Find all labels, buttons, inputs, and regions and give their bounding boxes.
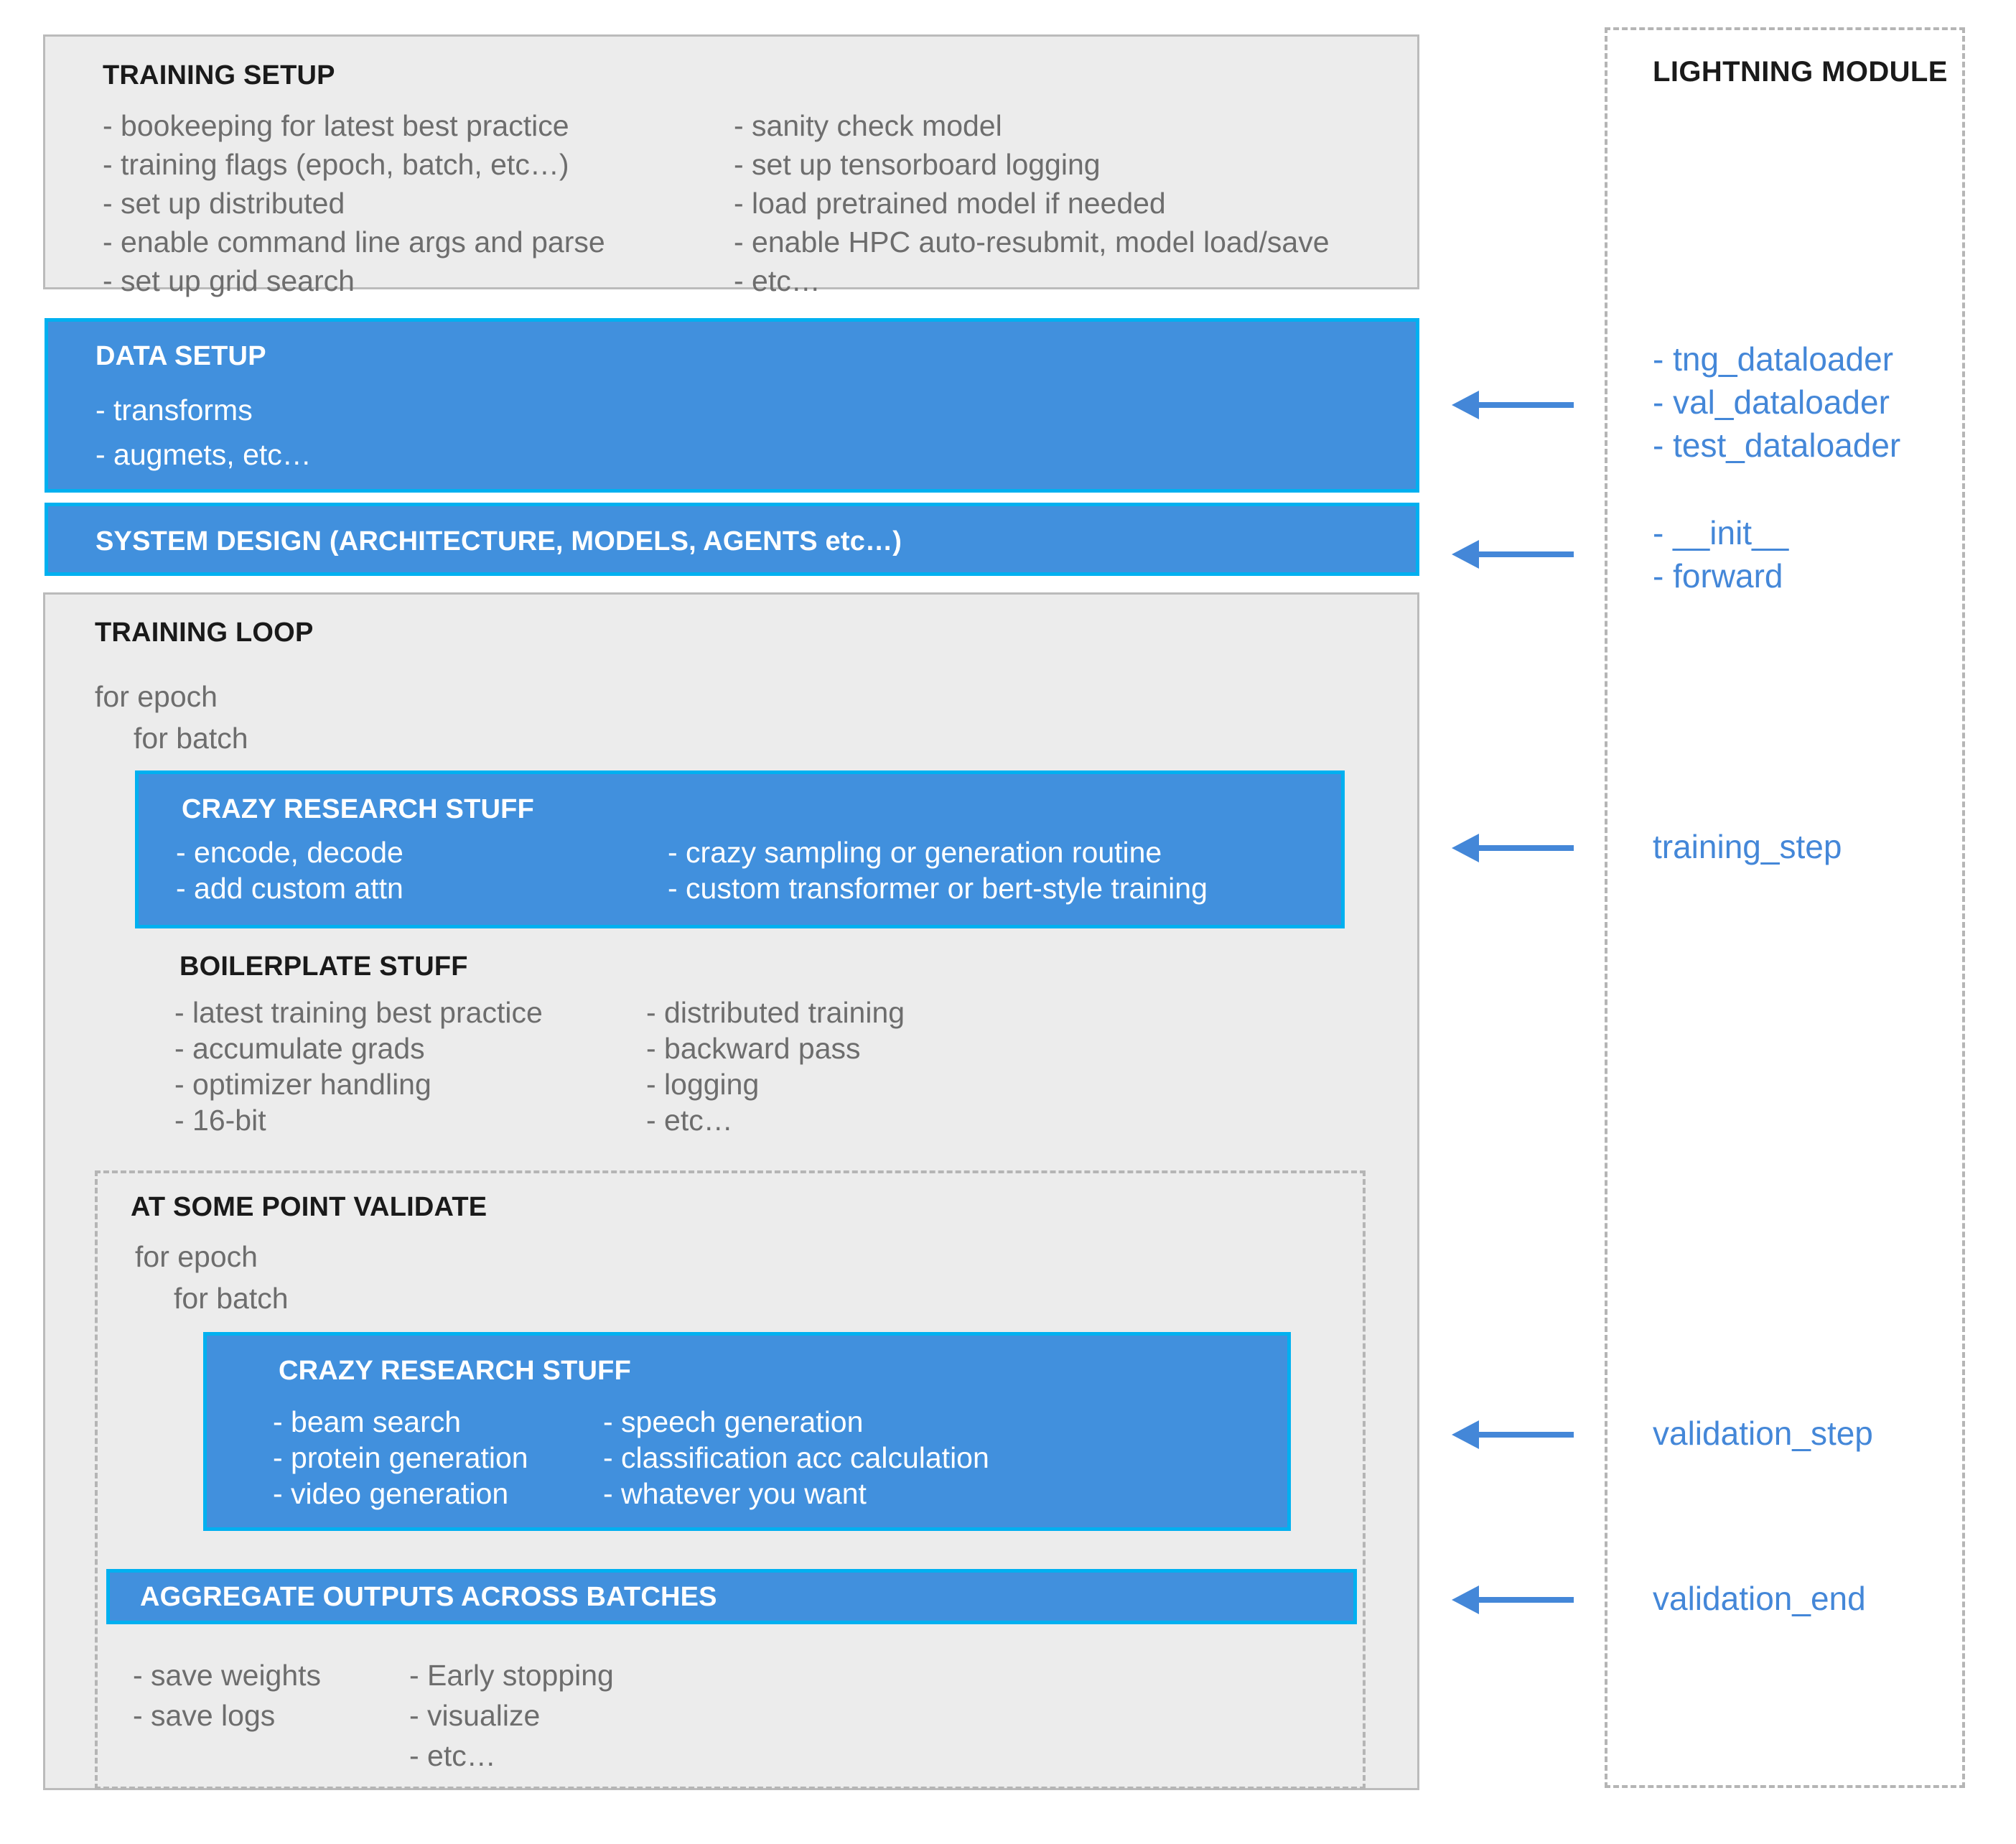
validate-outputs-right-list: - Early stopping - visualize - etc… — [409, 1655, 614, 1776]
list-item: - accumulate grads — [174, 1032, 425, 1065]
arrow-head-icon — [1452, 834, 1479, 862]
validation-crazy-research-heading: CRAZY RESEARCH STUFF — [279, 1356, 631, 1386]
list-item: - sanity check model — [734, 109, 1002, 142]
arrow-to-validation-end — [1452, 1585, 1574, 1614]
hook-training-step: training_step — [1653, 828, 1842, 865]
list-item: - set up grid search — [103, 264, 355, 297]
lightning-module-panel — [1605, 27, 1965, 1788]
list-item: - backward pass — [646, 1032, 861, 1065]
data-setup-list: - transforms - augmets, etc… — [95, 388, 312, 477]
validate-panel — [95, 1170, 1366, 1789]
arrow-head-icon — [1452, 1420, 1479, 1449]
list-item: - crazy sampling or generation routine — [668, 836, 1162, 869]
arrow-head-icon — [1452, 391, 1479, 419]
list-item: - custom transformer or bert-style train… — [668, 872, 1208, 905]
list-item: - set up distributed — [103, 187, 345, 220]
aggregate-outputs-heading: AGGREGATE OUTPUTS ACROSS BATCHES — [140, 1582, 717, 1612]
list-item: - save weights — [133, 1659, 322, 1692]
list-item: - 16-bit — [174, 1104, 266, 1137]
training-crazy-research-heading: CRAZY RESEARCH STUFF — [182, 794, 534, 824]
list-item: - classification acc calculation — [603, 1441, 989, 1474]
list-item: - etc… — [646, 1104, 733, 1137]
list-item: - optimizer handling — [174, 1068, 431, 1101]
list-item: - protein generation — [273, 1441, 528, 1474]
system-design-panel — [45, 503, 1419, 576]
training-setup-right-list: - sanity check model - set up tensorboar… — [734, 106, 1330, 300]
training-crazy-research-left-list: - encode, decode - add custom attn — [176, 834, 403, 906]
training-setup-left-list: - bookeeping for latest best practice - … — [103, 106, 605, 300]
list-item: - etc… — [734, 264, 821, 297]
arrow-shaft — [1476, 1597, 1574, 1603]
hook-validation-step: validation_step — [1653, 1415, 1873, 1452]
list-item: - add custom attn — [176, 872, 403, 905]
list-item: - val_dataloader — [1653, 383, 1890, 421]
lightning-module-title: LIGHTNING MODULE — [1653, 56, 1948, 88]
boilerplate-left-list: - latest training best practice - accumu… — [174, 995, 543, 1138]
validate-for-batch: for batch — [174, 1282, 289, 1315]
list-item: - video generation — [273, 1477, 509, 1510]
list-item: - speech generation — [603, 1405, 864, 1438]
arrow-shaft — [1476, 402, 1574, 408]
boilerplate-heading: BOILERPLATE STUFF — [179, 951, 468, 982]
training-loop-for-epoch: for epoch — [95, 680, 218, 713]
arrow-head-icon — [1452, 1585, 1479, 1614]
data-setup-panel — [45, 318, 1419, 493]
arrow-to-system-design — [1452, 540, 1574, 569]
list-item: - forward — [1653, 557, 1783, 595]
list-item: - whatever you want — [603, 1477, 867, 1510]
list-item: - encode, decode — [176, 836, 403, 869]
training-crazy-research-panel — [135, 770, 1345, 928]
list-item: - beam search — [273, 1405, 462, 1438]
training-loop-for-batch: for batch — [134, 722, 248, 755]
lightning-module-dataloader-list: - tng_dataloader - val_dataloader - test… — [1653, 337, 1900, 467]
arrow-head-icon — [1452, 540, 1479, 569]
list-item: - latest training best practice — [174, 996, 543, 1029]
training-setup-heading: TRAINING SETUP — [103, 60, 335, 90]
list-item: - test_dataloader — [1653, 427, 1901, 464]
list-item: - augmets, etc… — [95, 438, 312, 471]
aggregate-outputs-panel — [106, 1569, 1357, 1624]
validation-crazy-research-right-list: - speech generation - classification acc… — [603, 1404, 989, 1512]
training-loop-heading: TRAINING LOOP — [95, 618, 314, 648]
list-item: - distributed training — [646, 996, 905, 1029]
validation-crazy-research-panel — [203, 1332, 1291, 1531]
list-item: - set up tensorboard logging — [734, 148, 1101, 181]
list-item: - logging — [646, 1068, 760, 1101]
list-item: - enable HPC auto-resubmit, model load/s… — [734, 225, 1330, 259]
lightning-module-model-list: - __init__ - forward — [1653, 511, 1788, 597]
arrow-to-validation-step — [1452, 1420, 1574, 1449]
list-item: - transforms — [95, 394, 253, 427]
arrow-to-training-step — [1452, 834, 1574, 862]
list-item: - Early stopping — [409, 1659, 614, 1692]
training-setup-panel — [43, 34, 1419, 289]
list-item: - visualize — [409, 1699, 541, 1732]
validate-for-epoch: for epoch — [135, 1240, 258, 1273]
training-crazy-research-right-list: - crazy sampling or generation routine -… — [668, 834, 1208, 906]
boilerplate-right-list: - distributed training - backward pass -… — [646, 995, 905, 1138]
list-item: - __init__ — [1653, 514, 1789, 551]
arrow-to-data-setup — [1452, 391, 1574, 419]
system-design-heading: SYSTEM DESIGN (ARCHITECTURE, MODELS, AGE… — [95, 526, 902, 557]
data-setup-heading: DATA SETUP — [95, 341, 266, 371]
list-item: - training flags (epoch, batch, etc…) — [103, 148, 569, 181]
validation-crazy-research-left-list: - beam search - protein generation - vid… — [273, 1404, 528, 1512]
list-item: - load pretrained model if needed — [734, 187, 1166, 220]
list-item: - enable command line args and parse — [103, 225, 605, 259]
validate-heading: AT SOME POINT VALIDATE — [131, 1192, 487, 1222]
list-item: - etc… — [409, 1739, 496, 1772]
validate-outputs-left-list: - save weights - save logs — [133, 1655, 321, 1736]
arrow-shaft — [1476, 551, 1574, 557]
list-item: - tng_dataloader — [1653, 340, 1894, 378]
arrow-shaft — [1476, 1432, 1574, 1438]
list-item: - bookeeping for latest best practice — [103, 109, 569, 142]
list-item: - save logs — [133, 1699, 276, 1732]
arrow-shaft — [1476, 845, 1574, 851]
hook-validation-end: validation_end — [1653, 1580, 1866, 1617]
